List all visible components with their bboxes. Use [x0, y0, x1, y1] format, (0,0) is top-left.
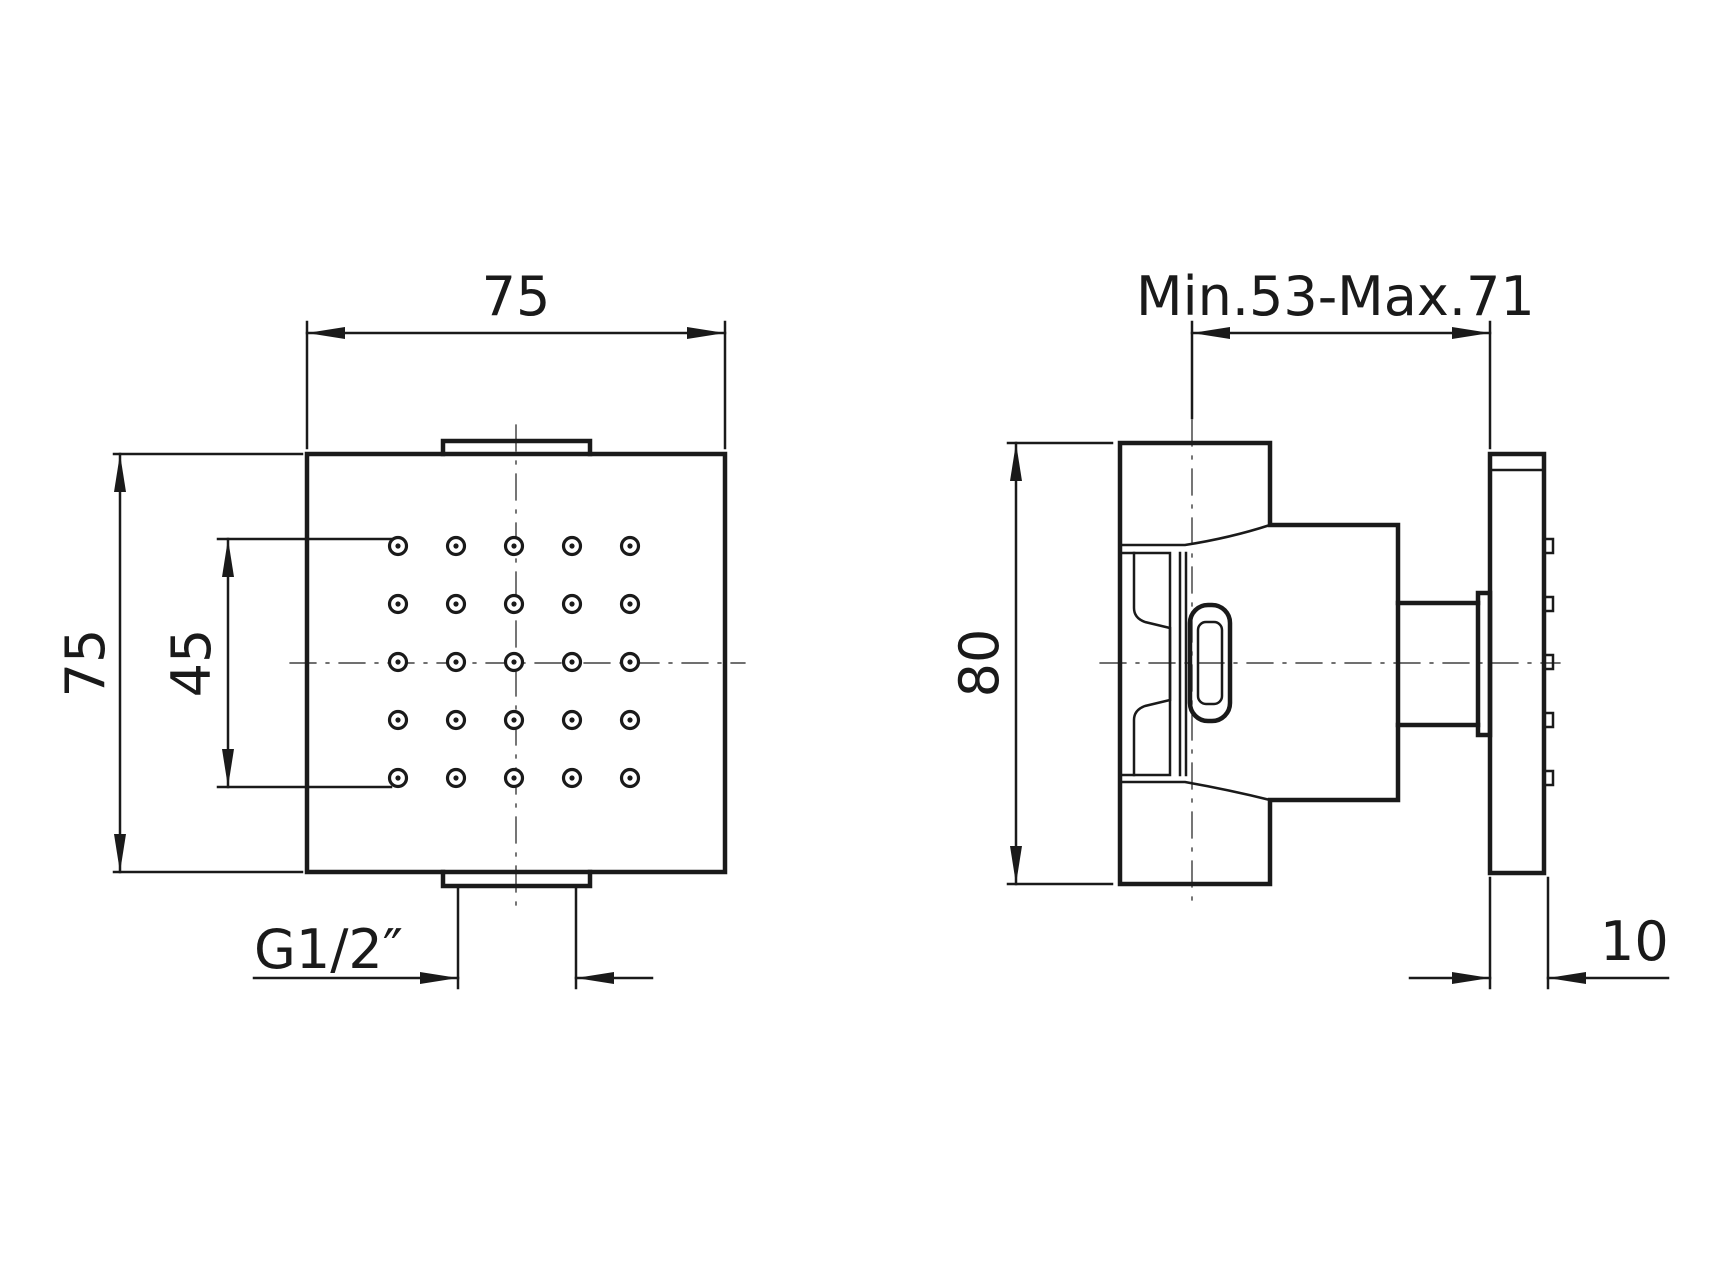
dim-label-nozzle-pitch: 45	[160, 629, 223, 698]
nozzle-core	[453, 543, 459, 549]
side-housing-outline	[1117, 440, 1401, 887]
dim-nozzle-pitch: 45	[160, 537, 393, 789]
nozzle-core	[569, 717, 575, 723]
side-nozzle-stub	[1542, 537, 1555, 555]
nozzle-core	[627, 717, 633, 723]
nozzle-core	[569, 601, 575, 607]
side-nozzle-stub	[1542, 653, 1555, 671]
dim-label-front-width: 75	[482, 265, 551, 328]
side-nozzles	[1542, 537, 1555, 787]
nozzle-core	[453, 717, 459, 723]
arrow-head	[222, 749, 234, 787]
arrow-head	[1452, 327, 1490, 339]
arrow-head	[222, 539, 234, 577]
arrow-head	[307, 327, 345, 339]
arrow-head	[114, 454, 126, 492]
arrow-head	[1452, 972, 1490, 984]
nozzle-core	[395, 659, 401, 665]
side-stem	[1395, 600, 1481, 728]
arrow-head	[420, 972, 458, 984]
nozzle-core	[627, 775, 633, 781]
dim-label-front-height: 75	[54, 629, 117, 698]
nozzle-core	[569, 659, 575, 665]
nozzle-core	[511, 601, 517, 607]
dim-depth-range: Min.53-Max.71	[1136, 265, 1535, 450]
arrow-head	[114, 834, 126, 872]
nozzle-core	[627, 601, 633, 607]
dim-label-depth-range: Min.53-Max.71	[1136, 265, 1535, 328]
side-nozzle-stub	[1542, 711, 1555, 729]
dim-thread: G1/2″	[252, 886, 654, 990]
nozzle-core	[511, 717, 517, 723]
arrow-head	[576, 972, 614, 984]
dim-label-thread: G1/2″	[254, 918, 403, 981]
arrow-head	[687, 327, 725, 339]
nozzle-core	[627, 543, 633, 549]
side-slot-window	[1187, 602, 1233, 724]
nozzle-core	[395, 543, 401, 549]
front-view	[289, 424, 746, 906]
nozzle-core	[395, 717, 401, 723]
side-nozzle-stub	[1542, 769, 1555, 787]
nozzle-core	[511, 659, 517, 665]
nozzle-core	[511, 775, 517, 781]
nozzle-core	[511, 543, 517, 549]
dim-label-plate-thickness: 10	[1600, 910, 1669, 973]
arrow-head	[1010, 443, 1022, 481]
dim-front-width: 75	[305, 265, 727, 450]
nozzle-core	[569, 543, 575, 549]
nozzle-core	[453, 659, 459, 665]
side-nozzle-stub	[1542, 595, 1555, 613]
nozzle-core	[569, 775, 575, 781]
dim-plate-thickness: 10	[1408, 876, 1670, 990]
dim-label-side-height: 80	[948, 629, 1011, 698]
arrow-head	[1192, 327, 1230, 339]
side-housing-recess	[1118, 551, 1172, 777]
dim-side-height: 80	[948, 441, 1114, 886]
side-housing-inner-profile	[1118, 523, 1272, 547]
nozzle-core	[395, 601, 401, 607]
arrow-head	[1010, 846, 1022, 884]
side-housing-inner-profile	[1118, 780, 1272, 802]
side-housing-recess	[1132, 551, 1172, 777]
nozzle-grid	[387, 535, 641, 789]
nozzle-core	[453, 775, 459, 781]
dim-front-height: 75	[54, 452, 304, 874]
nozzle-core	[453, 601, 459, 607]
nozzle-core	[627, 659, 633, 665]
side-view	[1099, 419, 1561, 906]
arrow-head	[1548, 972, 1586, 984]
nozzle-core	[395, 775, 401, 781]
